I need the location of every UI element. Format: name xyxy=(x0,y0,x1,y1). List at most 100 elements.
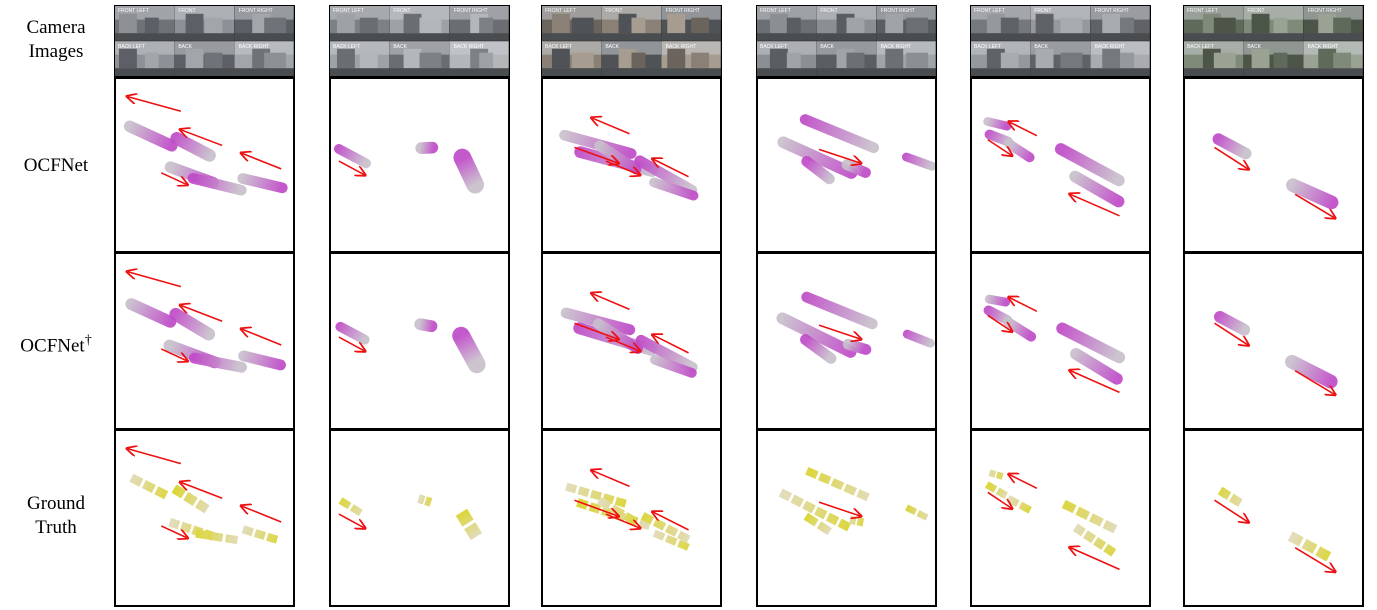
predicted-occupancy-blob xyxy=(799,114,880,154)
ground-truth-voxel xyxy=(565,482,578,494)
camera-label-back: BACK xyxy=(1034,44,1048,50)
camera-view-6-5 xyxy=(1243,41,1304,76)
ground-truth-voxel xyxy=(589,489,603,501)
motion-arrow xyxy=(592,471,630,488)
camera-view-5-6 xyxy=(1090,41,1150,76)
camera-view-5-1 xyxy=(971,6,1031,41)
row-label-ocfnet-dagger: OCFNet† xyxy=(0,329,112,358)
ground-truth-voxel xyxy=(1229,493,1243,507)
predicted-occupancy-blob xyxy=(800,334,837,364)
panel-ocfnet-dagger-col6 xyxy=(1183,252,1364,430)
row-label-camera-line1: Camera xyxy=(26,17,86,38)
predicted-occupancy-blob xyxy=(169,307,216,341)
ground-truth-voxel xyxy=(1217,486,1232,500)
camera-label-back-right: BACK RIGHT xyxy=(1094,44,1126,50)
camera-view-2-3 xyxy=(449,6,509,41)
predicted-occupancy-blob xyxy=(635,334,698,373)
motion-arrow xyxy=(338,336,365,351)
camera-view-2-6 xyxy=(449,41,509,76)
predicted-occupancy-blob xyxy=(1070,347,1123,385)
predicted-occupancy-blob xyxy=(170,132,216,162)
motion-arrow xyxy=(592,294,630,311)
camera-view-6-3 xyxy=(1303,6,1363,41)
motion-arrow xyxy=(605,336,639,351)
camera-view-3-2 xyxy=(601,6,662,41)
row-label-camera-images: Camera Images xyxy=(0,16,112,64)
camera-view-4-1 xyxy=(757,6,817,41)
motion-arrow xyxy=(574,322,617,339)
predicted-occupancy-blob xyxy=(984,294,1011,307)
row-label-ocfnet-text: OCFNet xyxy=(23,155,89,176)
predicted-occupancy-blob xyxy=(801,291,878,330)
camera-label-back-right: BACK RIGHT xyxy=(453,44,485,50)
camera-label-back-left: BACK LEFT xyxy=(760,44,788,50)
predicted-occupancy-blob xyxy=(634,155,698,196)
ground-truth-voxel xyxy=(816,521,832,536)
ground-truth-voxel xyxy=(171,484,187,499)
row-label-ground-line2: Truth xyxy=(35,517,77,538)
motion-arrow xyxy=(653,335,689,354)
motion-arrow xyxy=(242,329,282,346)
motion-arrow xyxy=(818,148,860,163)
predicted-occupancy-blob xyxy=(1002,316,1037,342)
camera-view-2-4 xyxy=(330,41,390,76)
ground-truth-voxel xyxy=(210,531,224,542)
panel-ocfnet-dagger-col1 xyxy=(114,252,295,430)
panel-ground-truth-col3 xyxy=(541,429,722,607)
motion-arrow xyxy=(338,160,365,175)
ground-truth-voxel xyxy=(837,518,852,532)
motion-arrow xyxy=(128,449,182,465)
camera-mosaic-6 xyxy=(1184,6,1363,76)
ground-truth-voxel xyxy=(830,478,845,491)
predicted-occupancy-blob xyxy=(1069,170,1125,208)
ground-truth-voxel xyxy=(995,487,1009,499)
camera-label-front: FRONT xyxy=(605,8,623,14)
camera-mosaic-5 xyxy=(971,6,1150,76)
camera-label-front-right: FRONT RIGHT xyxy=(880,8,915,14)
predicted-occupancy-blob xyxy=(187,172,247,196)
predicted-occupancy-blob xyxy=(1056,322,1126,364)
camera-label-back-left: BACK LEFT xyxy=(545,44,573,50)
predicted-occupancy-blob xyxy=(333,144,371,169)
camera-label-back-right: BACK RIGHT xyxy=(1307,44,1339,50)
camera-view-6-6 xyxy=(1303,41,1363,76)
camera-view-2-5 xyxy=(389,41,450,76)
camera-label-front: FRONT xyxy=(1247,8,1265,14)
row-label-ground-truth: Ground Truth xyxy=(0,492,112,540)
ground-truth-voxel xyxy=(154,486,169,500)
motion-arrow xyxy=(818,324,860,339)
predicted-occupancy-blob xyxy=(1286,178,1339,210)
camera-label-back-right: BACK RIGHT xyxy=(238,44,270,50)
ground-truth-voxel xyxy=(1287,531,1304,547)
camera-mosaic-3 xyxy=(542,6,721,76)
camera-label-front-right: FRONT RIGHT xyxy=(453,8,488,14)
camera-view-4-2 xyxy=(816,6,877,41)
camera-label-back: BACK xyxy=(605,44,619,50)
motion-arrow xyxy=(987,491,1012,508)
ground-truth-voxel xyxy=(652,529,666,541)
ground-truth-voxel xyxy=(602,493,615,505)
ground-truth-voxel xyxy=(577,486,590,497)
ground-truth-voxel xyxy=(1061,499,1077,514)
ground-truth-voxel xyxy=(1093,537,1107,550)
predicted-occupancy-blob xyxy=(335,321,370,345)
motion-arrow xyxy=(160,525,187,538)
motion-arrow xyxy=(160,348,187,361)
ground-truth-voxel xyxy=(1082,530,1096,544)
predicted-occupancy-blob xyxy=(776,312,857,358)
predicted-occupancy-blob xyxy=(1214,310,1251,336)
ground-truth-voxel xyxy=(183,491,198,506)
camera-label-front-right: FRONT RIGHT xyxy=(1307,8,1342,14)
camera-view-6-4 xyxy=(1184,41,1244,76)
ground-truth-voxel xyxy=(905,504,918,515)
camera-label-front: FRONT xyxy=(393,8,411,14)
camera-view-5-3 xyxy=(1090,6,1150,41)
camera-label-front-left: FRONT LEFT xyxy=(1187,8,1218,14)
camera-label-back: BACK xyxy=(820,44,834,50)
predicted-occupancy-blob xyxy=(983,117,1012,131)
motion-arrow xyxy=(160,172,187,185)
motion-arrow xyxy=(574,146,617,163)
camera-view-1-5 xyxy=(174,41,235,76)
panel-ocfnet-col2 xyxy=(329,77,510,253)
